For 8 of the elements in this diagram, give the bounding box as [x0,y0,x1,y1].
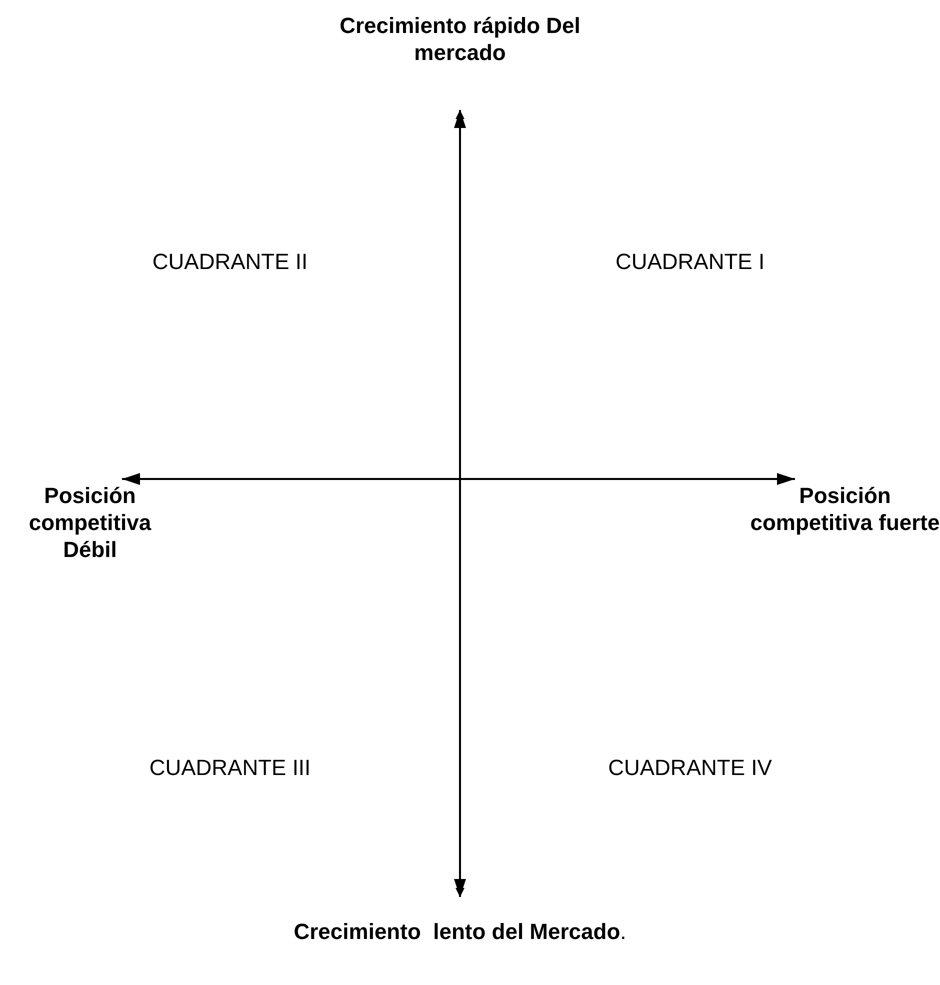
axis-label: Crecimiento rápido Del mercado [338,12,582,66]
axis-label: Posición competitiva fuerte [750,482,940,536]
quadrant-label: CUADRANTE II [151,248,309,275]
axis-label: Posición competitiva Débil [28,482,152,563]
quadrant-label: CUADRANTE I [614,248,766,275]
quadrant-label: CUADRANTE III [148,754,312,781]
quadrant-label: CUADRANTE IV [607,754,773,781]
axis-label: Crecimiento lento del Mercado. [292,918,628,945]
